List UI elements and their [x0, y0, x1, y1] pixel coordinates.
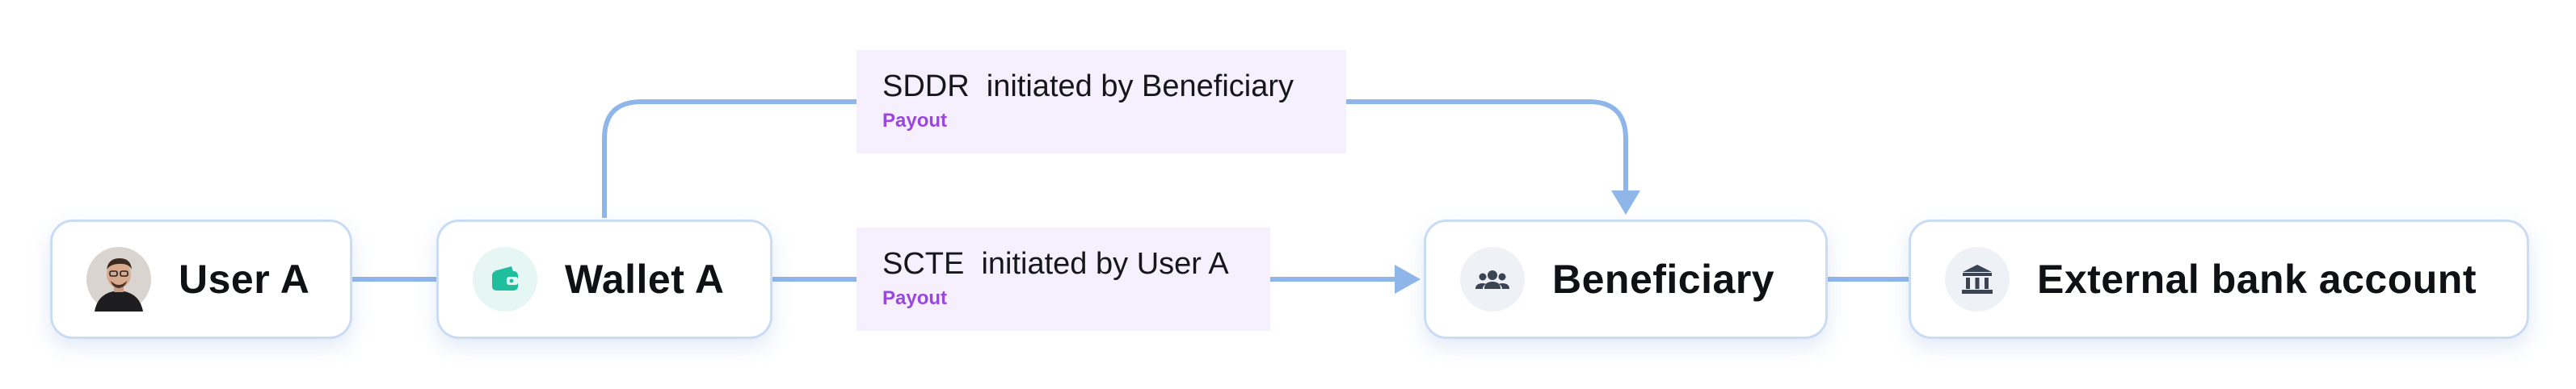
group-icon: [1460, 247, 1525, 312]
edge-tag: Payout: [882, 287, 948, 309]
arrow-head-sddr: [1611, 190, 1640, 215]
node-label: User A: [179, 257, 310, 302]
connector-wallet-sddr: [602, 99, 857, 218]
node-label: External bank account: [2037, 257, 2477, 302]
user-avatar-icon: [86, 247, 151, 312]
wallet-icon: [473, 247, 537, 312]
node-wallet-a[interactable]: Wallet A: [436, 220, 772, 339]
edge-label-scte: SCTE initiated by User A Payout: [857, 228, 1270, 331]
bank-icon: [1945, 247, 2010, 312]
node-user-a[interactable]: User A: [50, 220, 352, 339]
user-avatar: [86, 247, 151, 312]
edge-title: SCTE initiated by User A: [882, 247, 1229, 281]
node-bank-account[interactable]: External bank account: [1909, 220, 2529, 339]
connector-sddr-beneficiary: [1346, 99, 1628, 192]
node-beneficiary[interactable]: Beneficiary: [1424, 220, 1828, 339]
node-label: Wallet A: [565, 257, 725, 302]
edge-title: SDDR initiated by Beneficiary: [882, 69, 1294, 103]
edge-label-sddr: SDDR initiated by Beneficiary Payout: [857, 50, 1346, 153]
edge-tag: Payout: [882, 110, 948, 132]
node-label: Beneficiary: [1552, 257, 1775, 302]
arrow-head-scte: [1395, 265, 1421, 294]
